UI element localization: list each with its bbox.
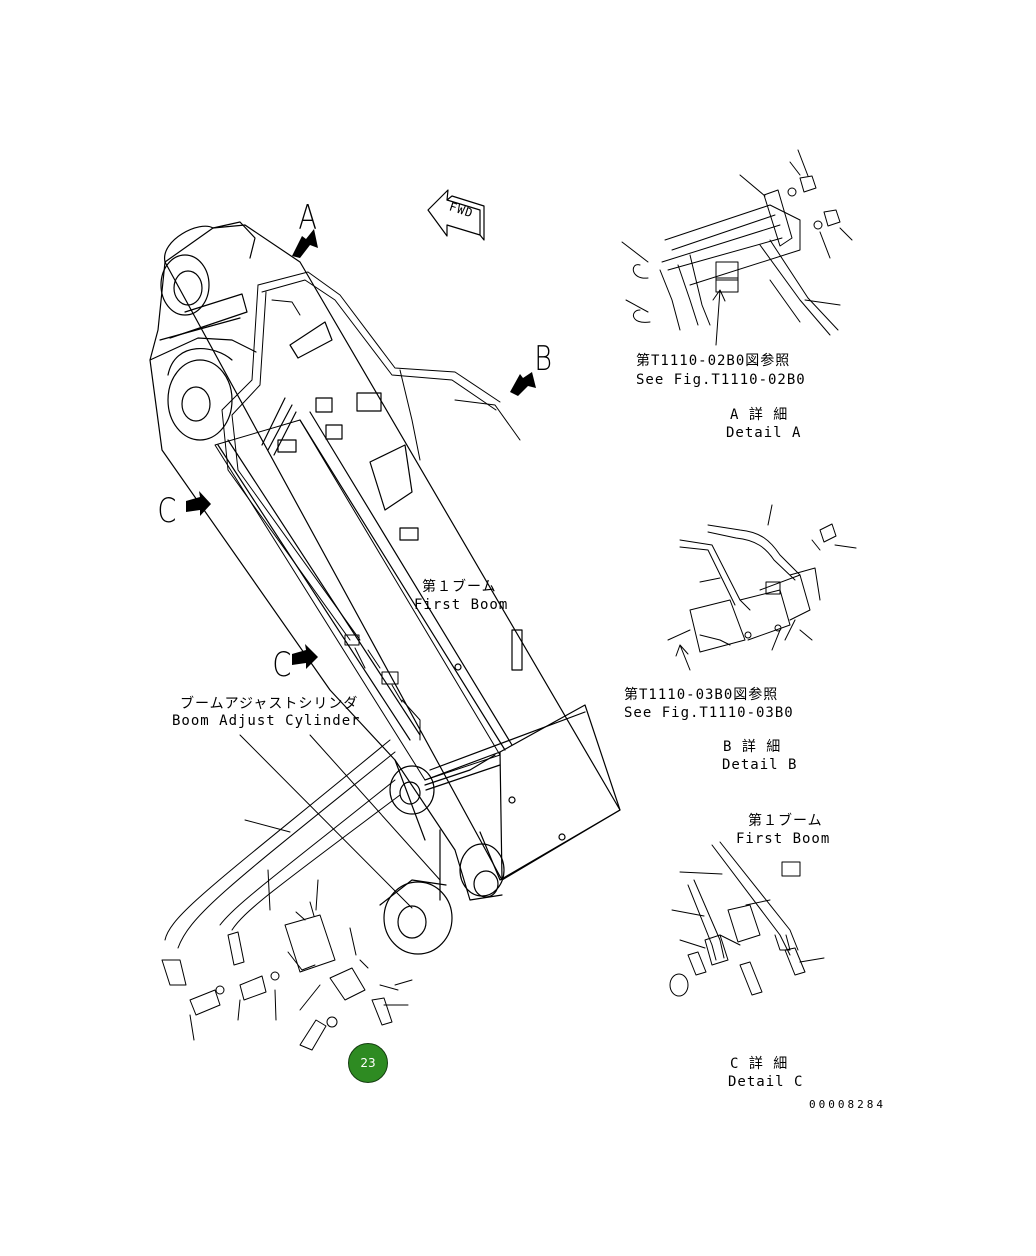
view-label-c1: C xyxy=(157,491,177,531)
drawing-number: 00008284 xyxy=(809,1098,886,1111)
detail-b-reference-jp: 第T1110-03B0図参照 xyxy=(624,687,779,703)
detail-c-boom-label-en: First Boom xyxy=(736,831,831,847)
view-label-a: A xyxy=(298,198,317,238)
view-arrow-c2 xyxy=(292,644,318,669)
view-arrow-a xyxy=(292,229,318,258)
part-marker-23[interactable]: 23 xyxy=(348,1043,388,1083)
first-boom-body xyxy=(149,221,621,955)
view-label-b: B xyxy=(534,339,553,379)
detail-c-boom-label-jp: 第１ブーム xyxy=(748,813,823,829)
detail-b-title-en: Detail B xyxy=(722,757,798,773)
detail-a-drawing xyxy=(621,149,853,346)
first-boom-label-en: First Boom xyxy=(414,597,509,613)
detail-c-title-jp: C 詳 細 xyxy=(730,1056,789,1072)
view-label-c2: C xyxy=(272,645,292,685)
view-arrows xyxy=(186,229,536,669)
boom-adjust-cylinder-label-en: Boom Adjust Cylinder xyxy=(172,713,361,729)
view-arrow-c1 xyxy=(186,491,211,516)
boom-adjust-cylinder-label-jp: ブームアジャストシリンダ xyxy=(180,696,359,712)
detail-b-title-jp: B 詳 細 xyxy=(723,739,782,755)
fwd-arrow-icon xyxy=(427,189,485,241)
view-arrow-b xyxy=(510,372,536,396)
boom-adjust-cylinder-parts xyxy=(161,734,441,1051)
detail-a-reference-jp: 第T1110-02B0図参照 xyxy=(636,353,791,369)
detail-a-title-jp: A 詳 細 xyxy=(730,407,789,423)
detail-a-title-en: Detail A xyxy=(726,425,802,441)
detail-b-reference-en: See Fig.T1110-03B0 xyxy=(624,705,794,721)
detail-c-title-en: Detail C xyxy=(728,1074,804,1090)
boom-piping xyxy=(221,271,521,741)
first-boom-label-jp: 第１ブーム xyxy=(422,579,497,595)
detail-b-drawing xyxy=(667,504,857,671)
detail-c-drawing xyxy=(669,841,825,997)
detail-a-reference-en: See Fig.T1110-02B0 xyxy=(636,372,806,388)
